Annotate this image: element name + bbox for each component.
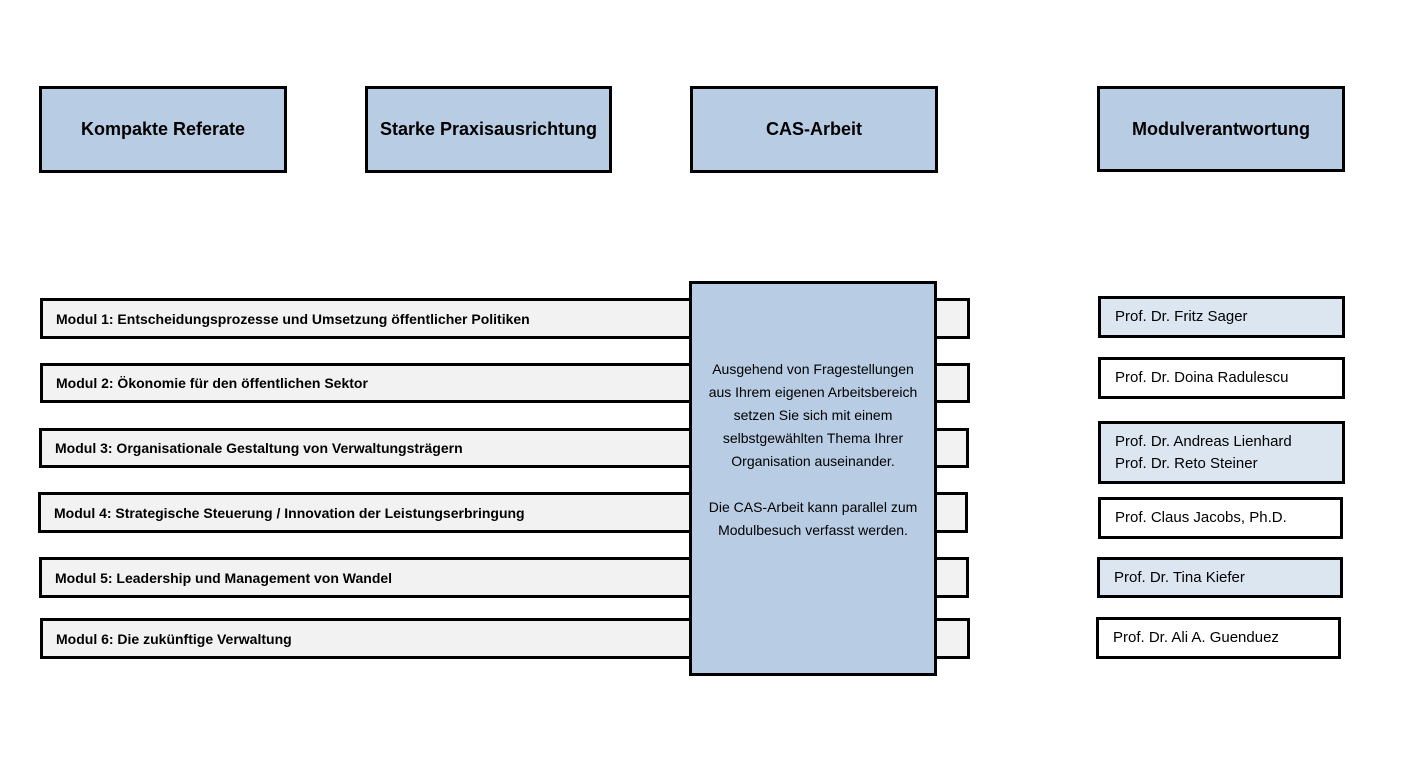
responsible-name: Prof. Dr. Doina Radulescu <box>1115 369 1289 386</box>
module-label: Modul 5: Leadership und Management von W… <box>55 569 393 586</box>
responsible-name: Prof. Dr. Reto Steiner <box>1115 454 1258 472</box>
responsible-name: Prof. Dr. Ali A. Guenduez <box>1113 629 1279 646</box>
module-label: Modul 1: Entscheidungsprozesse und Umset… <box>56 310 530 327</box>
header-modulverantwortung: Modulverantwortung <box>1097 86 1345 172</box>
responsible-box-4: Prof. Claus Jacobs, Ph.D. <box>1098 497 1343 539</box>
module-label: Modul 3: Organisationale Gestaltung von … <box>55 440 463 456</box>
responsible-box-3: Prof. Dr. Andreas Lienhard Prof. Dr. Ret… <box>1098 421 1345 484</box>
cas-description-paragraph-2: Die CAS-Arbeit kann parallel zum Modulbe… <box>708 499 918 538</box>
responsible-box-6: Prof. Dr. Ali A. Guenduez <box>1096 617 1341 659</box>
responsible-name: Prof. Claus Jacobs, Ph.D. <box>1115 509 1287 526</box>
cas-arbeit-description-box: Ausgehend von Fragestellungen aus Ihrem … <box>689 281 937 676</box>
header-starke-praxisausrichtung: Starke Praxisausrichtung <box>365 86 612 173</box>
header-kompakte-referate: Kompakte Referate <box>39 86 287 173</box>
responsible-name: Prof. Dr. Tina Kiefer <box>1114 568 1245 586</box>
responsible-name: Prof. Dr. Andreas Lienhard <box>1115 432 1292 450</box>
responsible-box-5: Prof. Dr. Tina Kiefer <box>1097 557 1343 598</box>
module-label: Modul 4: Strategische Steuerung / Innova… <box>54 504 525 521</box>
header-cas-arbeit: CAS-Arbeit <box>690 86 938 173</box>
responsible-box-1: Prof. Dr. Fritz Sager <box>1098 296 1345 338</box>
responsible-name: Prof. Dr. Fritz Sager <box>1115 308 1248 325</box>
cas-description-paragraph-1: Ausgehend von Fragestellungen aus Ihrem … <box>708 361 918 469</box>
module-label: Modul 2: Ökonomie für den öffentlichen S… <box>56 375 368 391</box>
responsible-box-2: Prof. Dr. Doina Radulescu <box>1098 357 1345 399</box>
module-label: Modul 6: Die zukünftige Verwaltung <box>56 630 292 647</box>
